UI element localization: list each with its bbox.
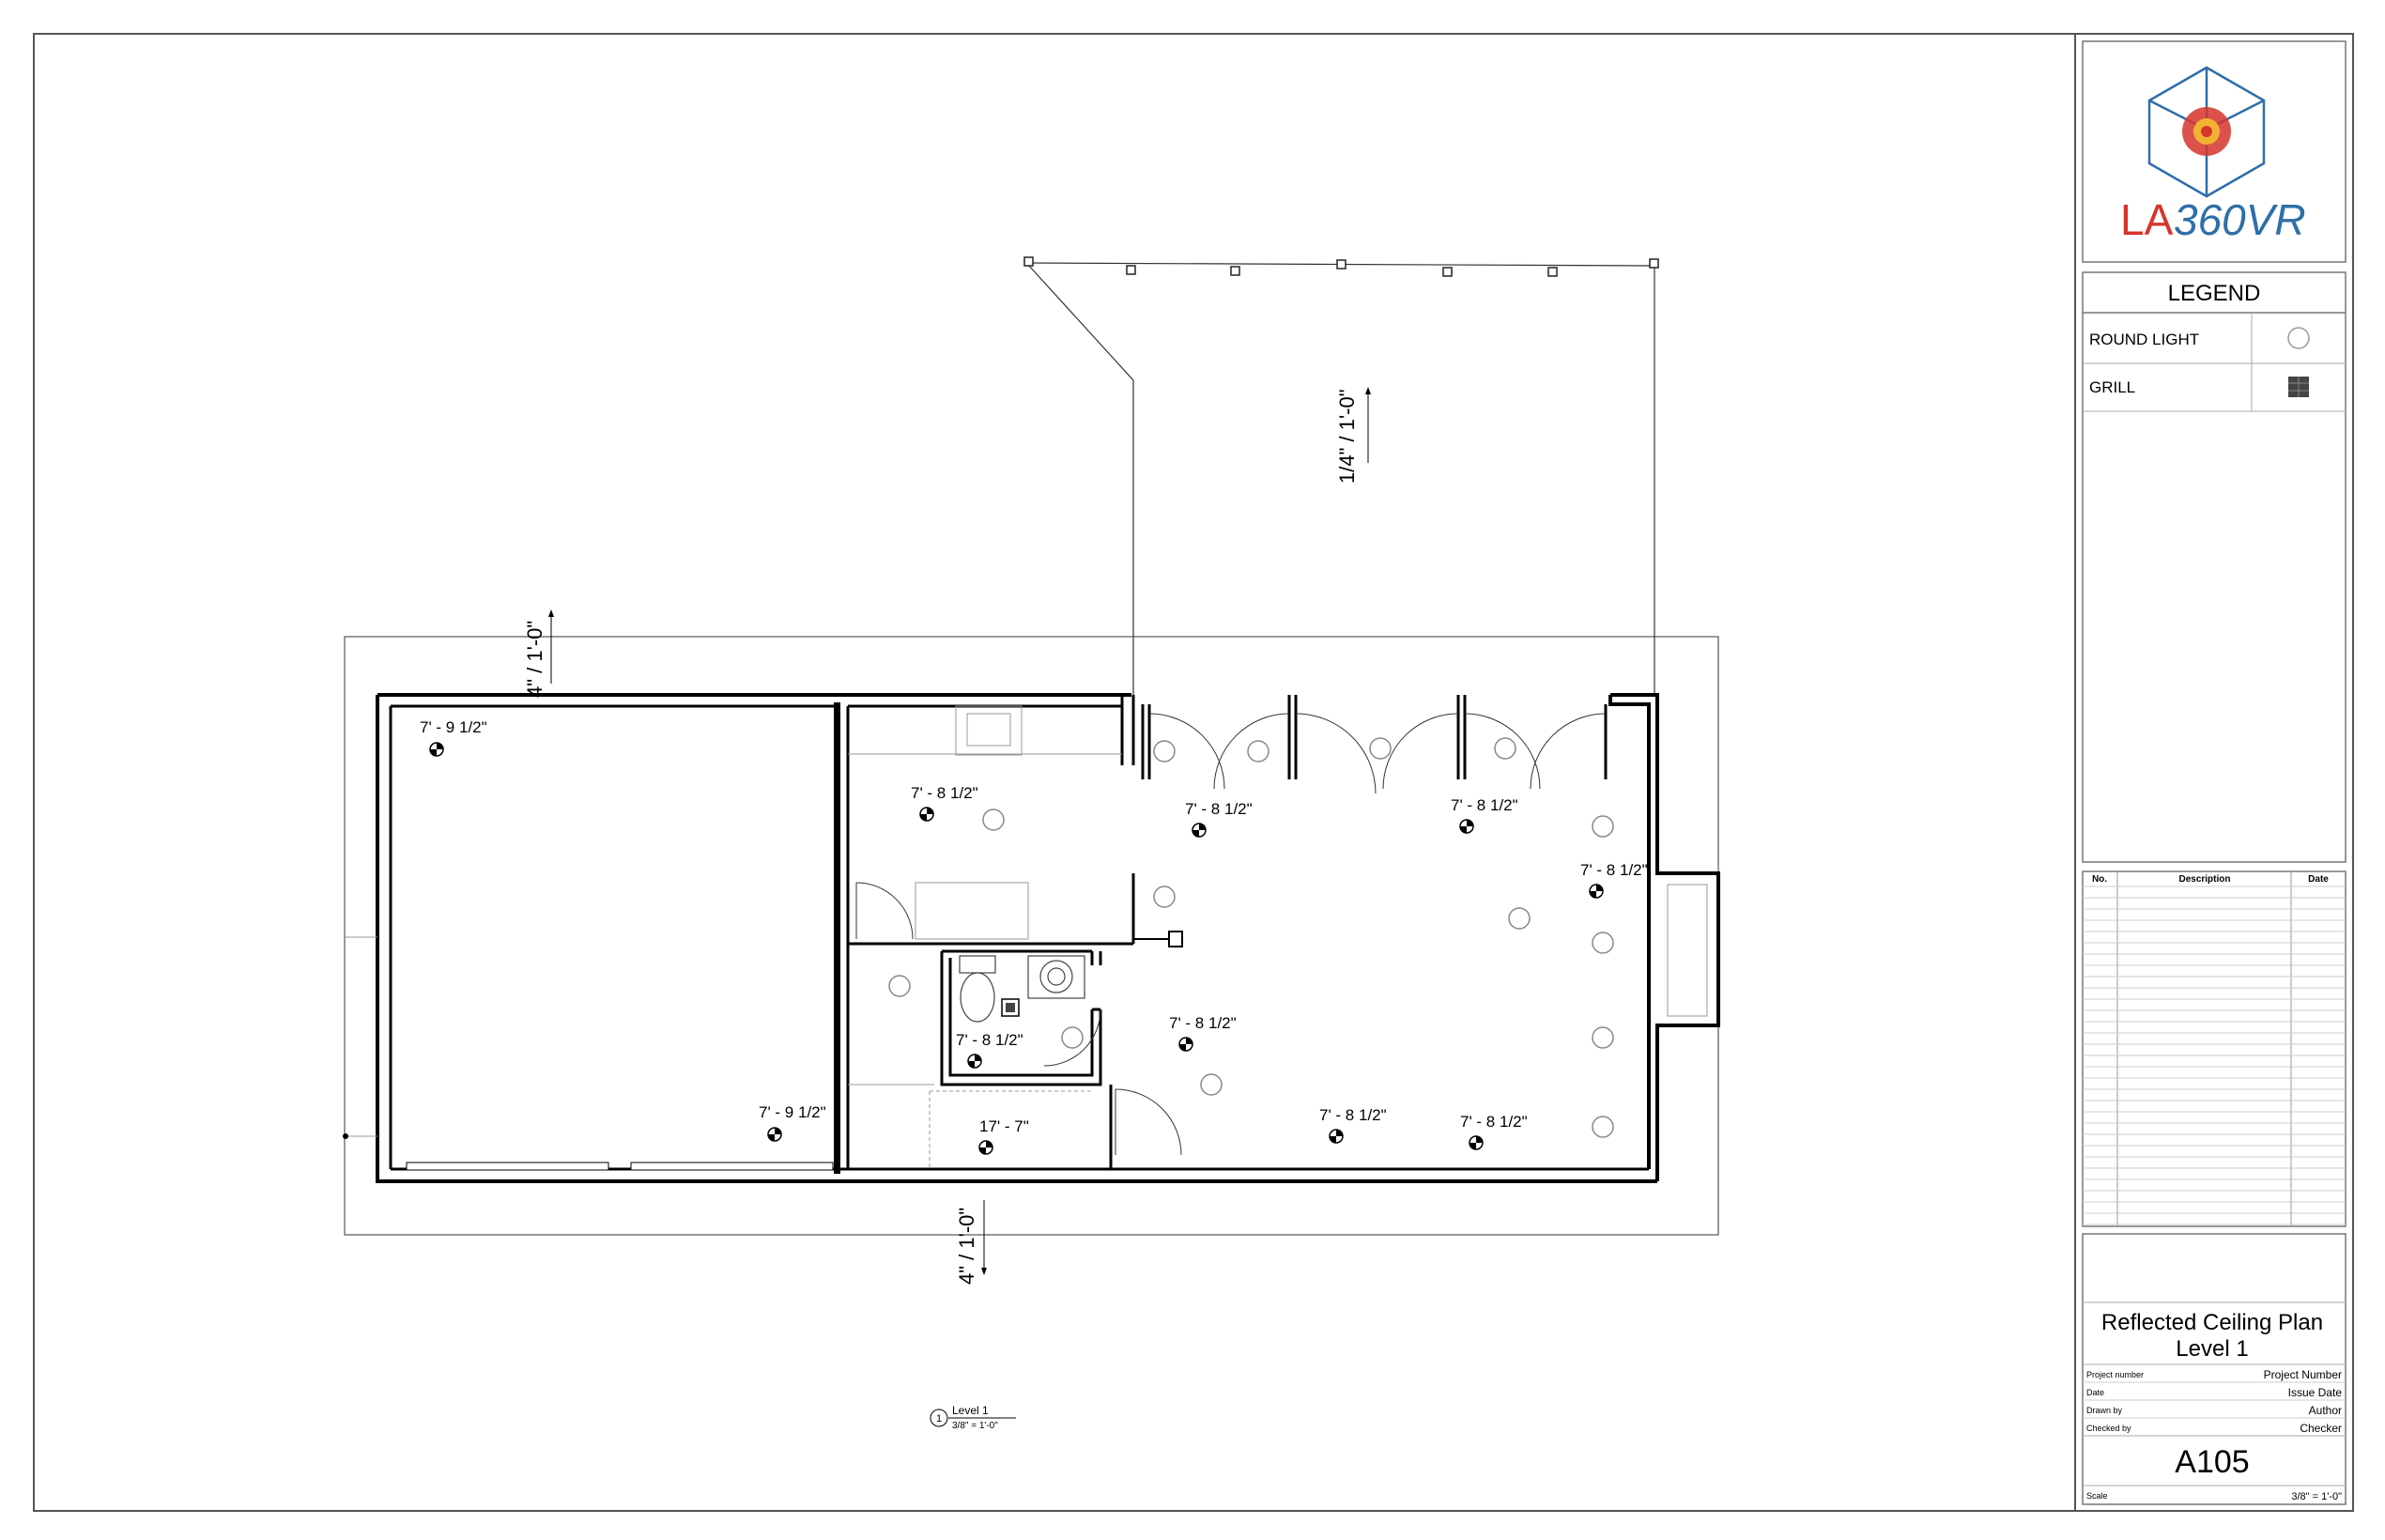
garage-doors xyxy=(406,1162,834,1171)
round-light-icon xyxy=(1592,815,1614,838)
elevation-target-icon xyxy=(1459,819,1474,834)
elevation-target-icon xyxy=(967,1054,982,1069)
info-value-project-number: Project Number xyxy=(2264,1368,2342,1381)
fixture-lines xyxy=(345,705,1708,1169)
info-value-date: Issue Date xyxy=(2288,1386,2343,1399)
round-light-icon xyxy=(888,975,911,997)
logo-text-la: LA xyxy=(2120,195,2174,244)
garage-wall xyxy=(834,702,840,1174)
logo-box xyxy=(2082,40,2347,263)
ceiling-height-label: 7' - 9 1/2" xyxy=(759,1103,826,1121)
revision-header-date: Date xyxy=(2308,874,2329,885)
ceiling-height-label: 7' - 8 1/2" xyxy=(1319,1106,1387,1124)
round-light-icon xyxy=(1592,1116,1614,1138)
revision-table: No. Description Date xyxy=(2082,870,2347,1227)
ceiling-height-label: 7' - 8 1/2" xyxy=(1169,1014,1237,1032)
ceiling-height-label: 7' - 8 1/2" xyxy=(1460,1113,1528,1131)
arrow-up-icon xyxy=(548,609,554,617)
legend-item-round-light: ROUND LIGHT xyxy=(2089,331,2199,348)
sheet-title-line2: Level 1 xyxy=(2176,1336,2248,1362)
gas-connection-icon xyxy=(343,1133,348,1139)
door-swings xyxy=(855,713,1607,1156)
ceiling-height-label: 7' - 8 1/2" xyxy=(956,1031,1023,1049)
view-number: 1 xyxy=(936,1413,942,1424)
exterior-walls xyxy=(376,693,1720,1183)
round-light-icon xyxy=(1494,737,1516,760)
slope-annotations: 1/4" / 1'-0" 4" / 1'-0" 4" / 1'-0" xyxy=(523,387,1371,1285)
bathroom-fixtures xyxy=(959,955,1085,1023)
round-light-icon xyxy=(1247,740,1269,762)
canopy-posts xyxy=(1023,256,1659,277)
info-label-drawn-by: Drawn by xyxy=(2086,1406,2123,1415)
view-number-bubble xyxy=(930,1409,948,1427)
arrow-down-icon xyxy=(981,1268,987,1275)
ceiling-height-label: 7' - 8 1/2" xyxy=(1185,800,1253,818)
circle-icon xyxy=(2287,327,2310,349)
interior-walls xyxy=(846,695,1608,1169)
info-value-checked-by: Checker xyxy=(2300,1422,2342,1435)
revision-header-description: Description xyxy=(2178,874,2230,885)
roof-outline xyxy=(344,636,1719,1236)
slope-label: 4" / 1'-0" xyxy=(523,621,546,698)
scale-label: Scale xyxy=(2086,1491,2108,1501)
round-light-icon xyxy=(982,808,1005,831)
canopy-edge xyxy=(1027,264,1134,695)
ceiling-height-tags: 7' - 9 1/2" 7' - 8 1/2" 7' - 8 1/2" 7' -… xyxy=(420,718,1648,1155)
info-label-checked-by: Checked by xyxy=(2086,1424,2131,1433)
elevation-target-icon xyxy=(1178,1037,1193,1052)
elevation-target-icon xyxy=(767,1127,782,1142)
arrow-up-icon xyxy=(1365,387,1371,394)
vent-stub xyxy=(1133,931,1183,947)
floor-plan: 7' - 9 1/2" 7' - 8 1/2" 7' - 8 1/2" 7' -… xyxy=(343,256,1720,1431)
view-title: 1 Level 1 3/8" = 1'-0" xyxy=(930,1404,1016,1431)
view-scale: 3/8" = 1'-0" xyxy=(952,1421,998,1431)
title-block: LA 360VR LEGEND ROUND LIGHT GRILL No. De… xyxy=(2082,40,2347,1505)
elevation-target-icon xyxy=(1589,884,1604,899)
legend-title: LEGEND xyxy=(2168,281,2261,306)
info-value-drawn-by: Author xyxy=(2309,1404,2342,1417)
round-light-icon xyxy=(1153,886,1176,908)
elevation-target-icon xyxy=(978,1140,993,1155)
info-rows: Project number Project Number Date Issue… xyxy=(2083,1368,2346,1437)
ceiling-height-label: 7' - 8 1/2" xyxy=(911,784,978,802)
ceiling-height-label: 7' - 8 1/2" xyxy=(1580,861,1648,879)
view-name: Level 1 xyxy=(952,1404,989,1417)
grill-icon xyxy=(1001,998,1020,1017)
elevation-target-icon xyxy=(429,742,444,757)
sheet-number: A105 xyxy=(2175,1444,2249,1480)
round-light-icon xyxy=(1592,932,1614,954)
round-lights xyxy=(888,737,1614,1138)
slope-label: 4" / 1'-0" xyxy=(955,1208,978,1285)
elevation-target-icon xyxy=(1469,1135,1484,1150)
sun-icon xyxy=(2182,107,2231,156)
info-label-date: Date xyxy=(2086,1388,2104,1397)
logo-text-360vr: 360VR xyxy=(2174,195,2306,244)
grill-icon xyxy=(2288,377,2309,397)
round-light-icon xyxy=(1508,907,1531,930)
slope-label: 1/4" / 1'-0" xyxy=(1335,389,1359,484)
legend-item-grill: GRILL xyxy=(2089,378,2135,396)
ceiling-height-label: 7' - 9 1/2" xyxy=(420,718,487,736)
info-label-project-number: Project number xyxy=(2086,1370,2144,1379)
logo: LA 360VR xyxy=(2120,66,2306,244)
revision-header-no: No. xyxy=(2092,874,2107,885)
sheet-title-line1: Reflected Ceiling Plan xyxy=(2101,1310,2323,1335)
ceiling-height-label: 17' - 7" xyxy=(979,1117,1029,1135)
scale-value: 3/8" = 1'-0" xyxy=(2291,1491,2342,1502)
sheet-border xyxy=(33,33,2354,1512)
legend-box xyxy=(2082,271,2347,863)
round-light-icon xyxy=(1200,1073,1223,1096)
round-light-icon xyxy=(1061,1026,1084,1049)
round-light-icon xyxy=(1369,737,1392,760)
round-light-icon xyxy=(1592,1026,1614,1049)
ceiling-height-label: 7' - 8 1/2" xyxy=(1451,796,1518,814)
elevation-target-icon xyxy=(1329,1129,1344,1144)
elevation-target-icon xyxy=(919,807,934,822)
round-light-icon xyxy=(1153,740,1176,762)
elevation-target-icon xyxy=(1192,823,1207,838)
sheet-info-box xyxy=(2082,1233,2347,1505)
